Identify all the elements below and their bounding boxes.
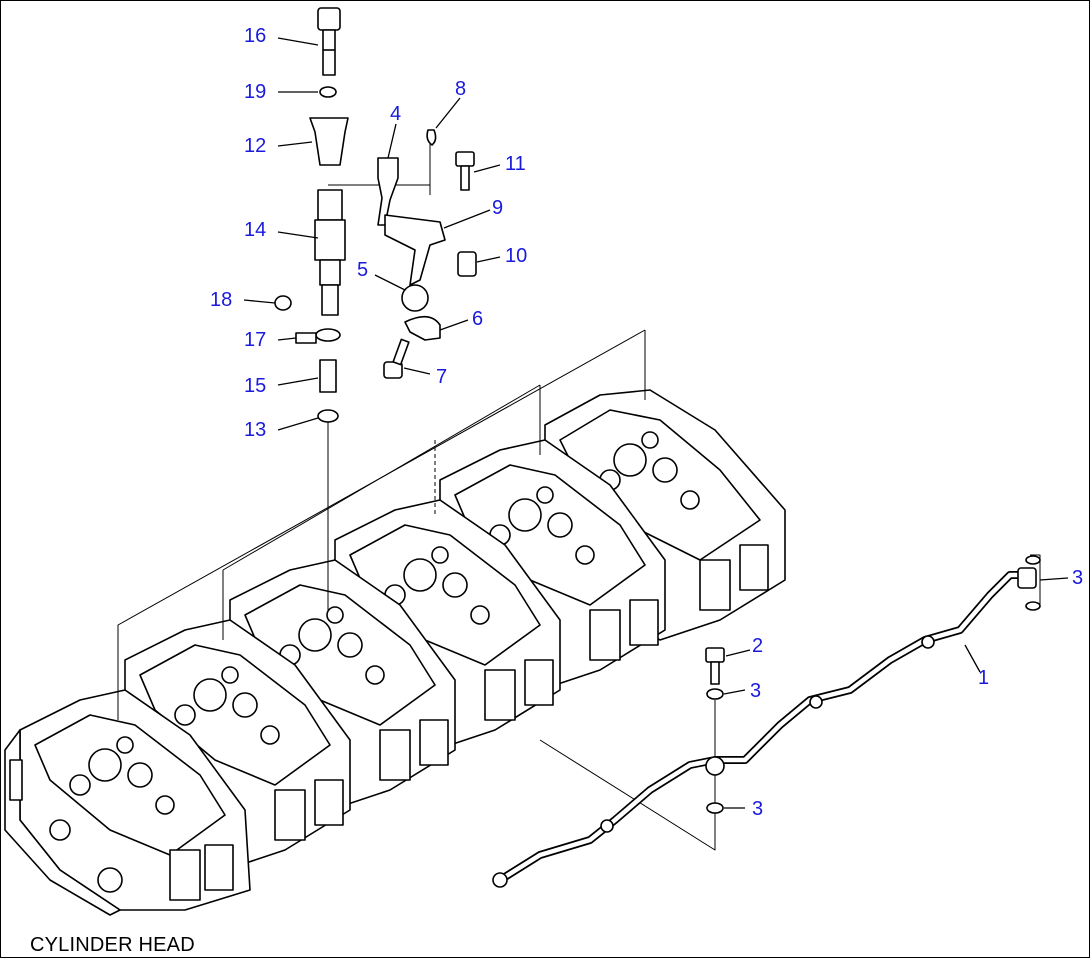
callout-10: 10 [505, 245, 527, 267]
callout-15: 15 [244, 375, 266, 397]
clamp-12 [309, 117, 349, 166]
bolt-11 [455, 151, 475, 191]
callout-11: 11 [505, 153, 526, 175]
bolt-7 [383, 338, 410, 379]
diagram-title: CYLINDER HEAD [30, 934, 195, 956]
o-ring-18 [274, 295, 292, 311]
callout-labels: 16 19 12 14 18 17 15 13 4 8 11 9 10 5 6 … [210, 25, 1083, 820]
washer-3-lower [706, 802, 724, 814]
bolt-16 [317, 7, 341, 76]
washer-3-end-bottom [1025, 601, 1041, 611]
callout-8: 8 [455, 78, 466, 100]
bracket-6 [404, 315, 441, 341]
washer-3-upper [706, 688, 724, 700]
washer-19 [319, 86, 337, 98]
callout-4: 4 [390, 103, 401, 125]
callout-2: 2 [752, 635, 763, 657]
injector-14 [314, 189, 346, 316]
callout-6: 6 [472, 308, 483, 330]
callout-3-end: 3 [1072, 567, 1083, 589]
callout-leaders [243, 37, 1069, 809]
callout-16: 16 [244, 25, 266, 47]
reference-lines [117, 140, 1041, 851]
callout-3-upper: 3 [750, 680, 761, 702]
sleeve-15 [319, 359, 337, 393]
sleeve-10 [457, 251, 477, 277]
connector-assembly [377, 129, 477, 379]
callout-19: 19 [244, 81, 266, 103]
injector-assembly [274, 7, 349, 423]
callout-5: 5 [357, 259, 368, 281]
head-segment-1 [4, 689, 251, 916]
callout-13: 13 [244, 419, 266, 441]
cylinder-head-block [4, 389, 786, 916]
callout-9: 9 [492, 197, 503, 219]
callout-3-lower: 3 [752, 798, 763, 820]
seal-17 [295, 328, 341, 344]
callout-18: 18 [210, 289, 232, 311]
callout-14: 14 [244, 219, 266, 241]
connector-9 [384, 214, 446, 286]
callout-7: 7 [436, 366, 447, 388]
callout-17: 17 [244, 329, 266, 351]
gasket-13 [317, 409, 339, 423]
callout-12: 12 [244, 135, 266, 157]
washer-3-end-top [1025, 555, 1041, 565]
callout-1: 1 [978, 667, 989, 689]
cap-5 [401, 284, 429, 312]
clip-8 [426, 129, 437, 146]
fuel-pipe-1 [492, 567, 1037, 888]
bolt-2 [705, 647, 725, 685]
